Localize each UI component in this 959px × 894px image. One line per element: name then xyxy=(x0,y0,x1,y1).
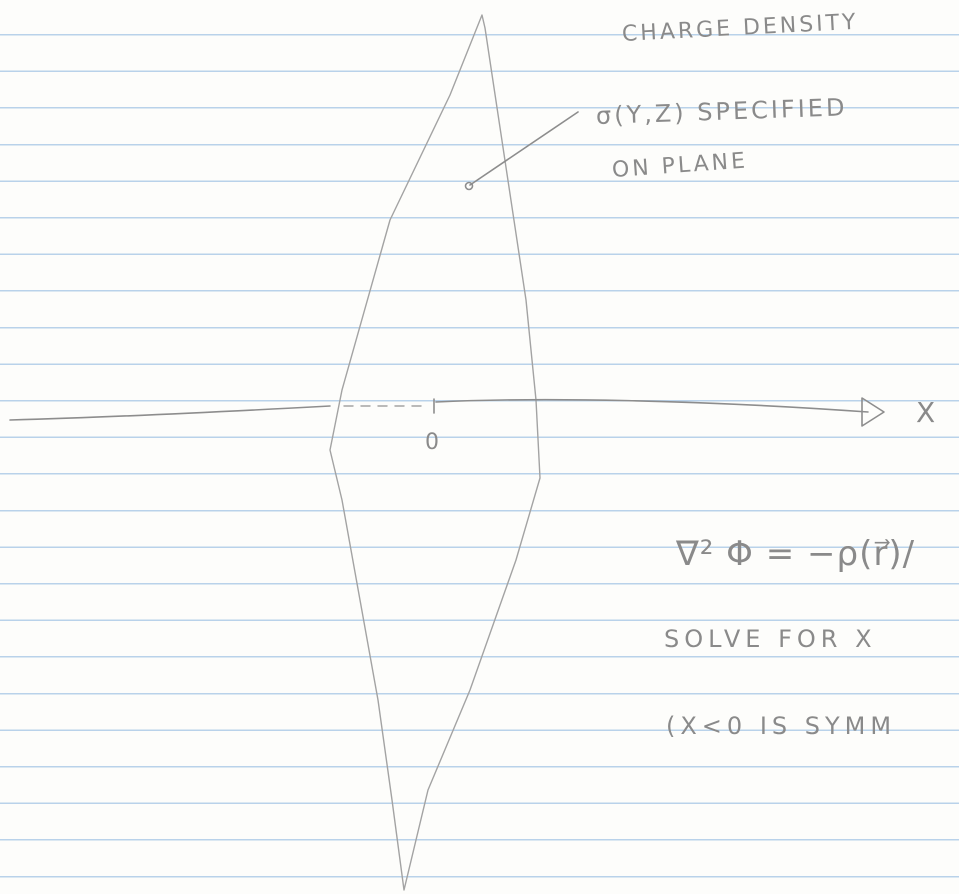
poisson-equation: ∇² Φ = −ρ(r⃗)/ xyxy=(676,534,916,574)
x-axis-left-line xyxy=(9,405,331,421)
x-axis-label: X xyxy=(916,396,936,429)
solve-for-x-note: SOLVE FOR X xyxy=(664,625,877,653)
x-axis-right-line xyxy=(435,398,869,413)
x-axis-arrowhead xyxy=(861,397,885,427)
symmetric-note: (X<0 IS SYMM xyxy=(666,712,897,740)
origin-label: 0 xyxy=(425,430,439,455)
annotation-leader-line xyxy=(469,111,579,186)
charged-plane-outline xyxy=(329,14,541,891)
annotation-point-dot xyxy=(464,181,474,191)
